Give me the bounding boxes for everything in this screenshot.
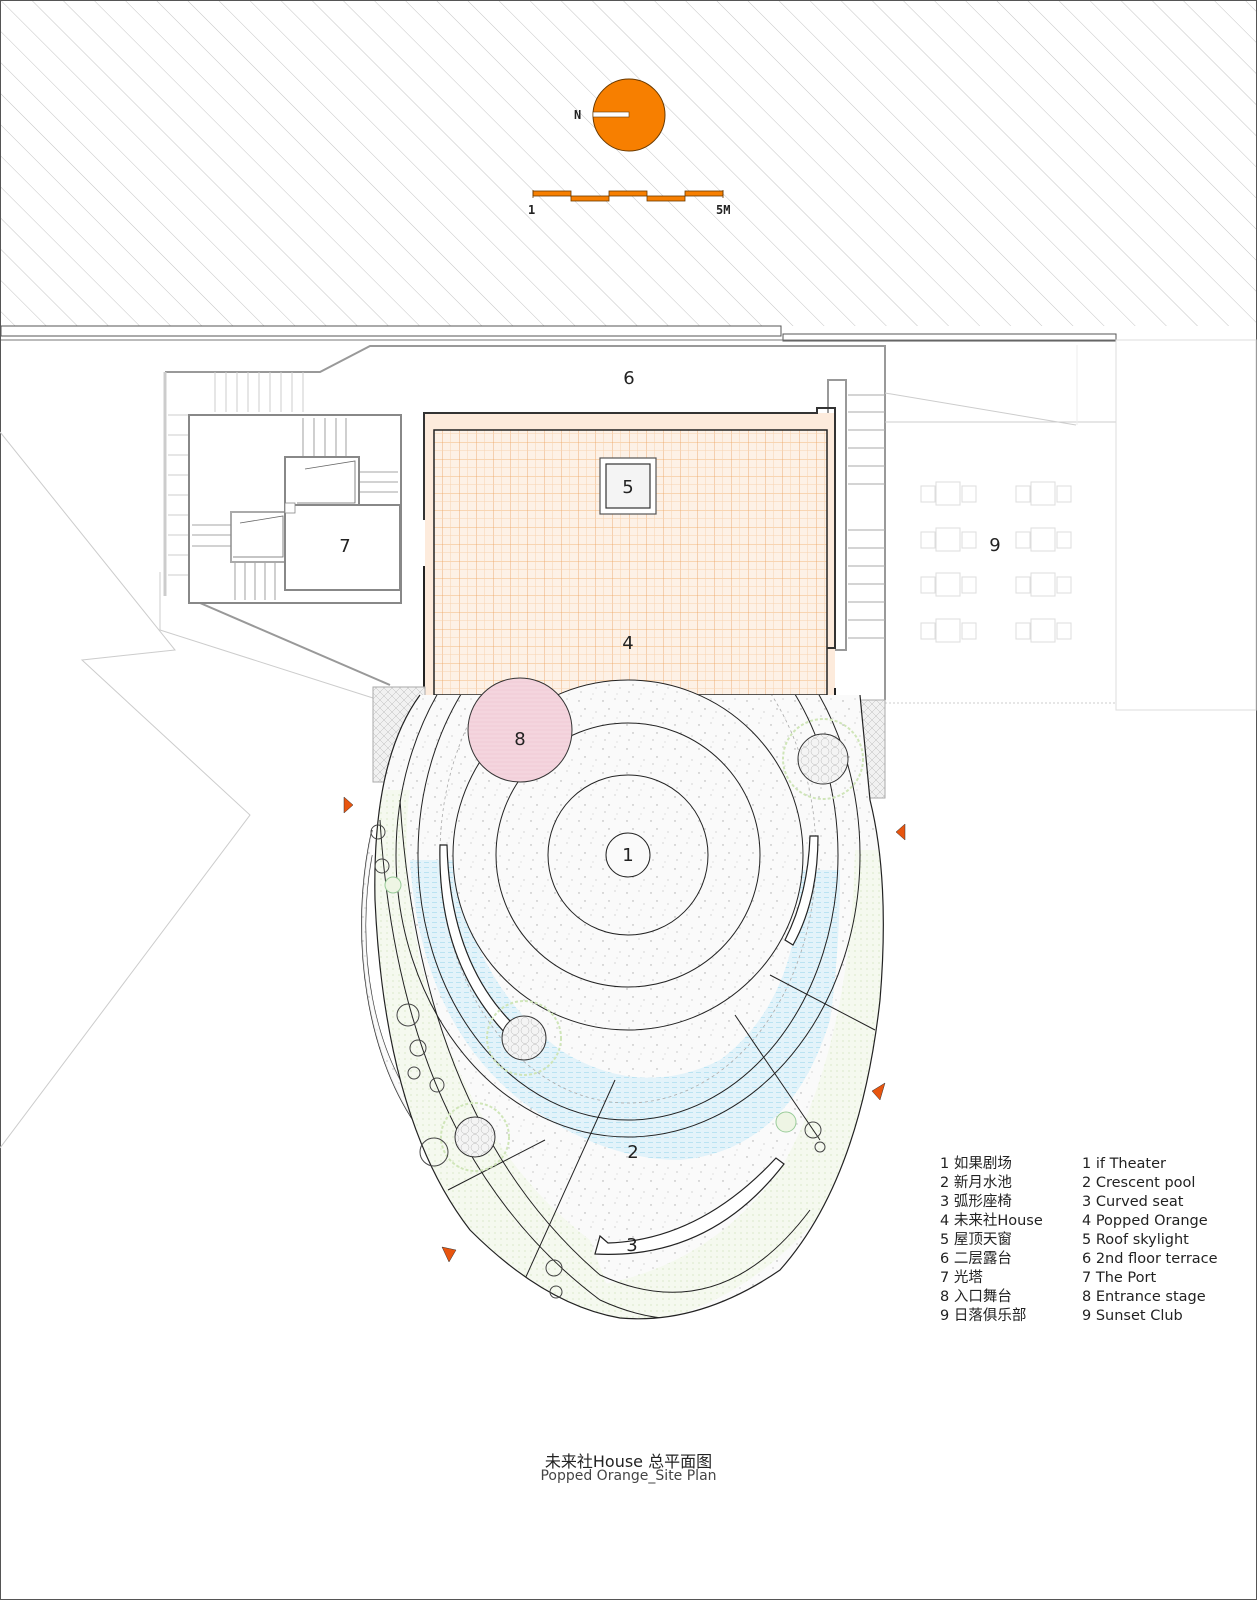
title-chinese: 未来社House 总平面图 [544,1452,713,1471]
tree-planters [370,718,864,1299]
zone-7-the-port [188,414,402,604]
zone-label-3: 3 [626,1235,638,1256]
adjacent-building-hatch [1,1,1256,326]
legend-item: 3 弧形座椅 [940,1194,1012,1210]
zone-label-9: 9 [989,535,1001,556]
zone-4-popped-orange [423,407,836,709]
legend-item: 5 屋顶天窗 [940,1232,1012,1248]
legend-item: 8 入口舞台 [940,1289,1012,1305]
title-english: Popped Orange_Site Plan [540,1468,717,1484]
zone-label-6: 6 [623,368,635,389]
legend-item: 3 Curved seat [1082,1194,1184,1210]
stair-top [214,372,304,412]
legend-item: 2 Crescent pool [1082,1175,1196,1191]
entrance-arrow-icon [343,796,906,1263]
legend-item: 8 Entrance stage [1082,1289,1206,1305]
legend-item: 4 Popped Orange [1082,1213,1208,1229]
zone-label-7: 7 [339,536,351,557]
zone-label-8: 8 [514,729,526,750]
north-label: N [574,108,582,122]
zone-8-entrance-stage [467,677,573,783]
scale-end-label: 5M [716,203,731,217]
legend-item: 4 未来社House [940,1213,1043,1229]
zone-5-roof-skylight [599,457,657,515]
zone-label-2: 2 [627,1142,639,1163]
zone-label-4: 4 [622,633,634,654]
legend-item: 1 如果剧场 [940,1156,1012,1172]
scale-start-label: 1 [528,203,536,217]
zone-label-5: 5 [622,477,634,498]
legend-item: 6 2nd floor terrace [1082,1251,1218,1267]
legend-item: 2 新月水池 [940,1175,1012,1191]
legend-item: 7 The Port [1082,1270,1157,1286]
legend-zh: 1 如果剧场 2 新月水池 3 弧形座椅 4 未来社House 5 屋顶天窗 6… [940,1155,1043,1326]
north-arrow-icon [592,78,666,152]
curved-seat-right [784,835,819,946]
legend-item: 9 日落俱乐部 [940,1308,1027,1324]
zone-label-1: 1 [622,845,634,866]
legend-item: 5 Roof skylight [1082,1232,1189,1248]
legend-item: 7 光塔 [940,1270,983,1286]
legend-en: 1 if Theater 2 Crescent pool 3 Curved se… [1082,1155,1218,1326]
zone-9-sunset-club [884,339,1257,711]
legend-item: 6 二层露台 [940,1251,1012,1267]
scale-bar [532,190,724,202]
legend-item: 1 if Theater [1082,1156,1166,1172]
zone-3-curved-seat [594,1157,785,1255]
legend-item: 9 Sunset Club [1082,1308,1183,1324]
